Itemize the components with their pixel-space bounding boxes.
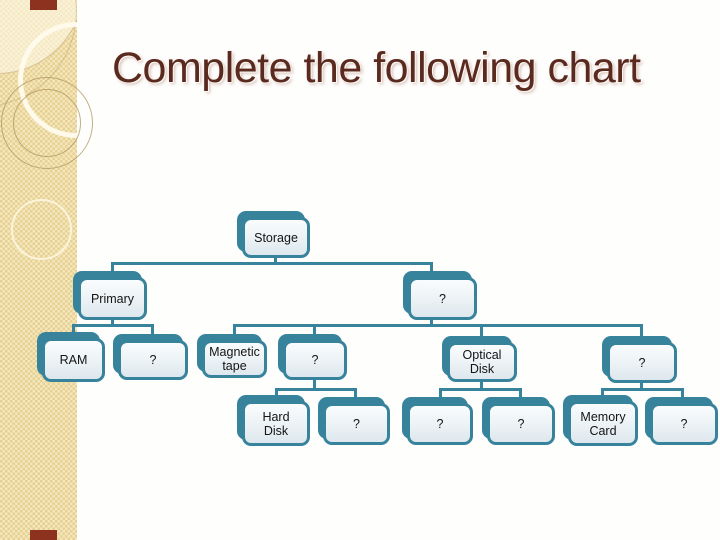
node-unknown-a[interactable]: ? — [318, 397, 390, 445]
connector-line — [640, 383, 643, 388]
node-label: ? — [638, 355, 646, 370]
node-secondary-unknown[interactable]: ? — [403, 271, 477, 320]
connector-line — [439, 388, 442, 403]
node-optical-disk[interactable]: Optical Disk — [442, 336, 517, 382]
connector-line — [354, 388, 357, 403]
connector-line — [275, 388, 278, 401]
node-memory-card[interactable]: Memory Card — [563, 395, 638, 446]
connector-line — [111, 320, 114, 326]
node-label: Memory Card — [580, 409, 626, 438]
node-label: Hard Disk — [262, 409, 290, 438]
circle-ornament-inner — [13, 89, 81, 157]
node-ram[interactable]: RAM — [37, 332, 105, 382]
node-label: ? — [149, 353, 157, 367]
node-right-group-unknown[interactable]: ? — [602, 336, 677, 383]
connector-line — [681, 388, 684, 403]
connector-line — [439, 388, 522, 391]
node-label: ? — [311, 353, 319, 367]
node-magnetic-tape[interactable]: Magnetic tape — [197, 334, 267, 378]
connector-line — [430, 262, 433, 277]
node-unknown-b[interactable]: ? — [402, 397, 473, 445]
connector-line — [111, 262, 114, 277]
faint-circle-ornament — [11, 199, 72, 260]
connector-line — [480, 382, 483, 388]
connector-line — [275, 388, 357, 391]
node-label: Primary — [90, 291, 135, 306]
node-label: ? — [439, 291, 446, 306]
node-label: ? — [353, 417, 360, 431]
connector-line — [640, 324, 643, 342]
connector-line — [519, 388, 522, 403]
connector-line — [313, 324, 316, 340]
node-storage[interactable]: Storage — [237, 211, 310, 258]
node-primary-unknown[interactable]: ? — [113, 334, 188, 380]
node-label: Magnetic tape — [209, 345, 260, 373]
accent-bar-bottom — [30, 530, 57, 540]
slide-title: Complete the following chart — [112, 44, 641, 92]
accent-bar-top — [30, 0, 57, 10]
node-primary[interactable]: Primary — [73, 271, 147, 320]
connector-line — [480, 324, 483, 342]
connector-line — [111, 262, 433, 265]
node-unknown-d[interactable]: ? — [645, 397, 718, 445]
connector-line — [233, 324, 236, 340]
node-label: ? — [680, 417, 688, 431]
circle-ornament-outer — [1, 77, 93, 169]
node-unknown-c[interactable]: ? — [482, 397, 555, 445]
connector-line — [151, 324, 154, 340]
node-tape-group-unknown[interactable]: ? — [278, 334, 347, 380]
connector-line — [72, 324, 75, 338]
connector-line — [233, 324, 643, 327]
node-label: ? — [517, 417, 525, 431]
connector-line — [601, 388, 684, 391]
node-label: Storage — [254, 230, 298, 245]
connector-line — [274, 256, 277, 264]
connector-line — [601, 388, 604, 401]
connector-line — [313, 380, 316, 388]
connector-line — [72, 324, 154, 327]
node-label: ? — [436, 417, 444, 431]
node-label: Optical Disk — [462, 348, 502, 376]
connector-line — [430, 320, 433, 326]
node-hard-disk[interactable]: Hard Disk — [237, 395, 310, 446]
node-label: RAM — [59, 353, 88, 367]
